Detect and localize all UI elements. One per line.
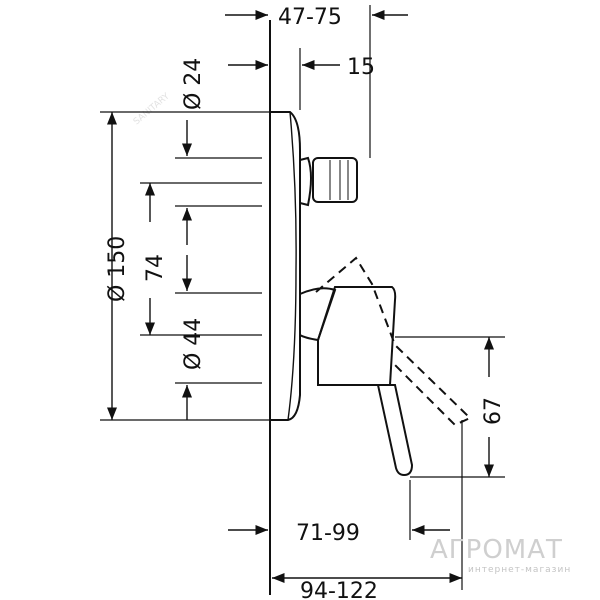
- dim-dia-24: Ø 24: [181, 58, 206, 110]
- dim-dia-44: Ø 44: [181, 318, 206, 370]
- dim-67: 67: [481, 397, 506, 425]
- watermark-brand: АГРОМАТ: [430, 535, 563, 565]
- extension-lines: [100, 5, 505, 590]
- dim-dia-150: Ø 150: [105, 236, 130, 302]
- lever-body: [317, 286, 397, 386]
- lever-alternate-position: [315, 256, 472, 427]
- diverter-stem: [299, 156, 312, 207]
- dim-47-75: 47-75: [278, 5, 342, 30]
- faint-watermark: SANITARY: [132, 91, 172, 127]
- escutcheon-plate: [269, 111, 301, 421]
- lever-handle: [376, 384, 414, 477]
- dim-15: 15: [347, 55, 375, 80]
- diverter-knob: [312, 157, 358, 203]
- escutcheon-inner-curve: [287, 111, 297, 421]
- dimension-arrows: [106, 9, 495, 584]
- mixer-body: [269, 20, 414, 595]
- dim-94-122: 94-122: [300, 579, 378, 600]
- dim-74: 74: [143, 254, 168, 282]
- lever-base: [299, 287, 337, 342]
- faint-watermark-text: SANITARY: [132, 91, 172, 127]
- watermark-tagline: интернет-магазин: [468, 565, 571, 575]
- dim-71-99: 71-99: [296, 521, 360, 546]
- agromat-watermark: АГРОМАТ интернет-магазин: [430, 535, 571, 575]
